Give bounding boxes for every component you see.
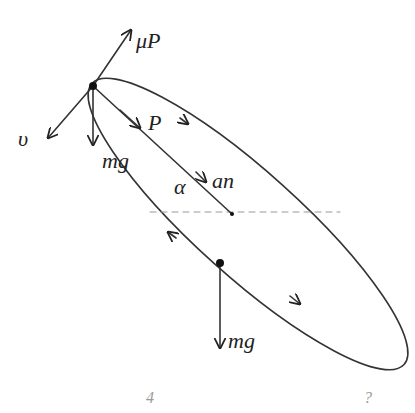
horizontal-axis <box>150 212 340 213</box>
motion-arrow <box>180 118 188 124</box>
margin-mark: ? <box>364 390 372 406</box>
motion-arrow <box>290 296 300 304</box>
physics-label: an <box>212 170 234 192</box>
ellipse-orbit <box>57 45 415 403</box>
physics-label: mg <box>228 330 255 352</box>
acceleration-arrow <box>196 172 206 182</box>
velocity-arrow <box>48 86 93 138</box>
physics-label: α <box>174 176 186 198</box>
body-point <box>216 259 224 267</box>
physics-label: μP <box>136 30 160 52</box>
body-point <box>89 82 97 90</box>
motion-arrow <box>168 232 176 238</box>
force-arrow <box>120 110 140 128</box>
physics-label: P <box>148 112 161 134</box>
physics-label: mg <box>102 150 129 172</box>
physics-label: υ <box>18 128 28 150</box>
center-point <box>230 212 234 216</box>
force-arrow <box>93 30 131 86</box>
gravity-arrow <box>92 86 94 145</box>
margin-mark: 4 <box>146 390 154 406</box>
radius-line <box>93 86 232 214</box>
gravity-arrow <box>219 263 221 348</box>
